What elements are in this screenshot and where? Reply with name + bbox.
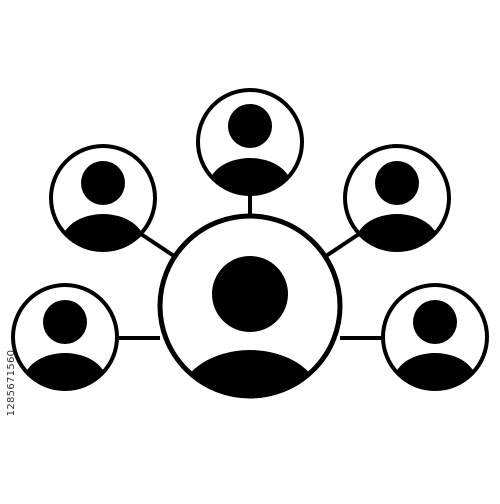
upper-left-user-avatar-icon bbox=[49, 144, 157, 252]
image-id-label: 1285671560 bbox=[6, 349, 17, 417]
upper-right-user-avatar-icon bbox=[343, 144, 451, 252]
top-user-avatar-icon bbox=[196, 88, 304, 196]
center-user-avatar-icon bbox=[157, 213, 343, 399]
lower-left-user-avatar-icon bbox=[11, 283, 119, 391]
lower-right-user-avatar-icon bbox=[381, 283, 489, 391]
